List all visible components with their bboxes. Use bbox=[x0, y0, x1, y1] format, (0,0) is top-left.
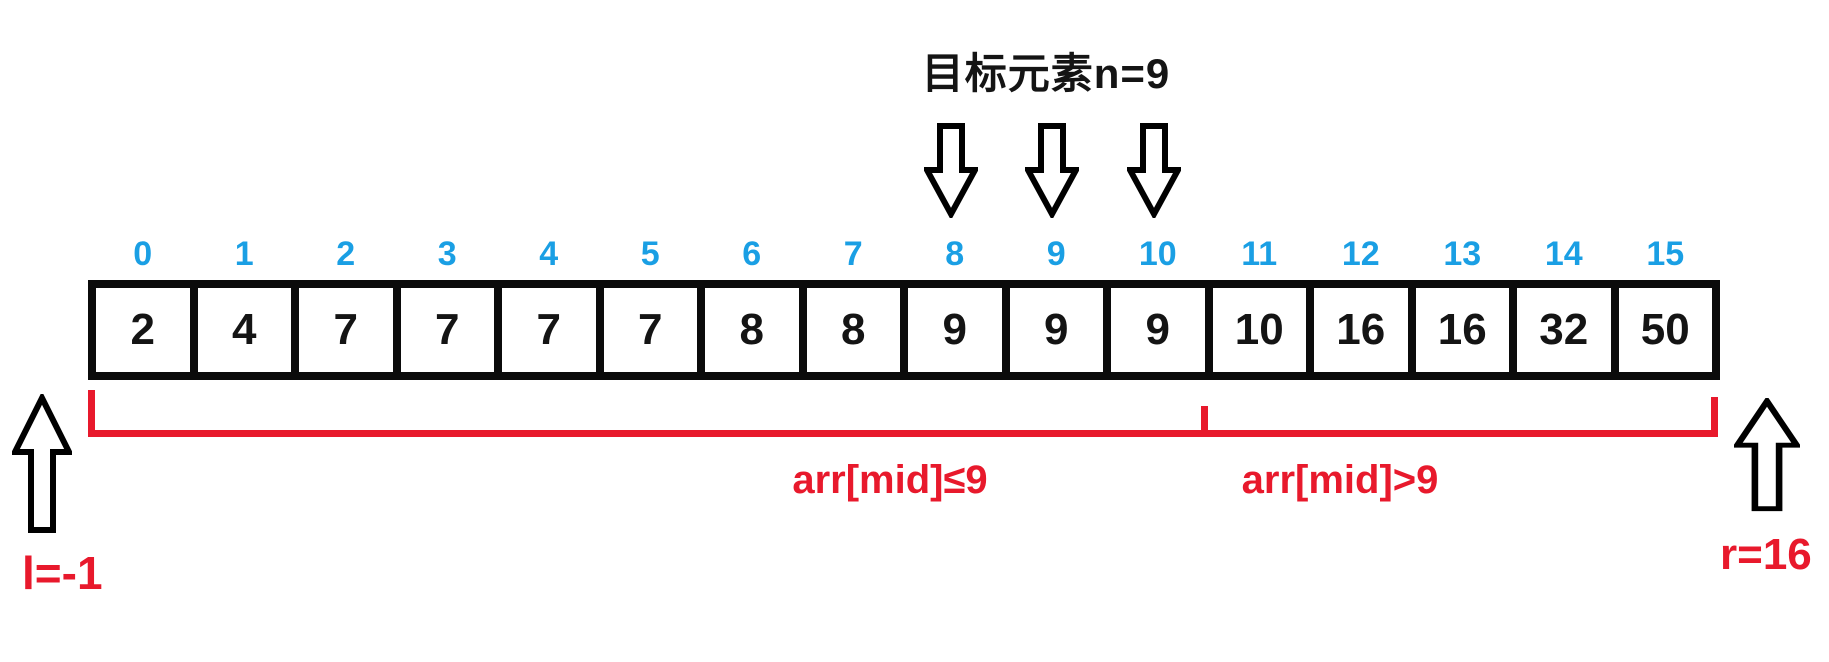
array-index-label: 7 bbox=[843, 235, 863, 273]
right-pointer-label: r=16 bbox=[1720, 530, 1812, 579]
array-cell: 2 bbox=[88, 280, 198, 380]
array-cell: 8 bbox=[798, 280, 908, 380]
right-region-label: arr[mid]>9 bbox=[1241, 458, 1439, 502]
array-index-label: 13 bbox=[1443, 235, 1482, 273]
range-bracket-line bbox=[88, 430, 1718, 437]
array-index-label: 2 bbox=[336, 235, 356, 273]
array-index-label: 12 bbox=[1341, 235, 1380, 273]
array-cell: 32 bbox=[1509, 280, 1619, 380]
array-cell: 7 bbox=[392, 280, 502, 380]
up-arrow-icon bbox=[12, 394, 72, 534]
array-cell: 9 bbox=[900, 280, 1010, 380]
array-cell: 8 bbox=[697, 280, 807, 380]
array-cell: 7 bbox=[494, 280, 604, 380]
array-index-label: 10 bbox=[1138, 235, 1177, 273]
down-arrow-icon bbox=[923, 122, 978, 218]
diagram-title: 目标元素n=9 bbox=[921, 50, 1171, 97]
array-index-label: 4 bbox=[539, 235, 559, 273]
array-cell: 16 bbox=[1407, 280, 1517, 380]
array-cell: 9 bbox=[1001, 280, 1111, 380]
array-cell: 50 bbox=[1610, 280, 1720, 380]
array-index-label: 15 bbox=[1646, 235, 1685, 273]
array-cell: 7 bbox=[595, 280, 705, 380]
left-pointer-label: l=-1 bbox=[22, 547, 103, 599]
array-index-label: 11 bbox=[1241, 235, 1278, 273]
array-index-label: 5 bbox=[640, 235, 660, 273]
array-cell: 10 bbox=[1204, 280, 1314, 380]
left-region-label: arr[mid]≤9 bbox=[792, 458, 988, 502]
array-cell: 7 bbox=[291, 280, 401, 380]
array-index-label: 8 bbox=[945, 235, 965, 273]
array-index-label: 3 bbox=[437, 235, 457, 273]
array-cell: 4 bbox=[189, 280, 299, 380]
range-bracket-left-tick bbox=[88, 390, 95, 435]
down-arrow-icon bbox=[1126, 122, 1181, 218]
array-cell: 16 bbox=[1306, 280, 1416, 380]
range-bracket-right-tick bbox=[1711, 397, 1718, 437]
range-divider-tick bbox=[1201, 406, 1208, 434]
array-index-label: 0 bbox=[133, 235, 153, 273]
up-arrow-icon bbox=[1734, 398, 1800, 512]
array-cell: 9 bbox=[1103, 280, 1213, 380]
array-index-label: 1 bbox=[234, 235, 254, 273]
array-index-label: 9 bbox=[1046, 235, 1066, 273]
array-index-label: 14 bbox=[1544, 235, 1583, 273]
array-index-label: 6 bbox=[742, 235, 762, 273]
down-arrow-icon bbox=[1025, 122, 1080, 218]
